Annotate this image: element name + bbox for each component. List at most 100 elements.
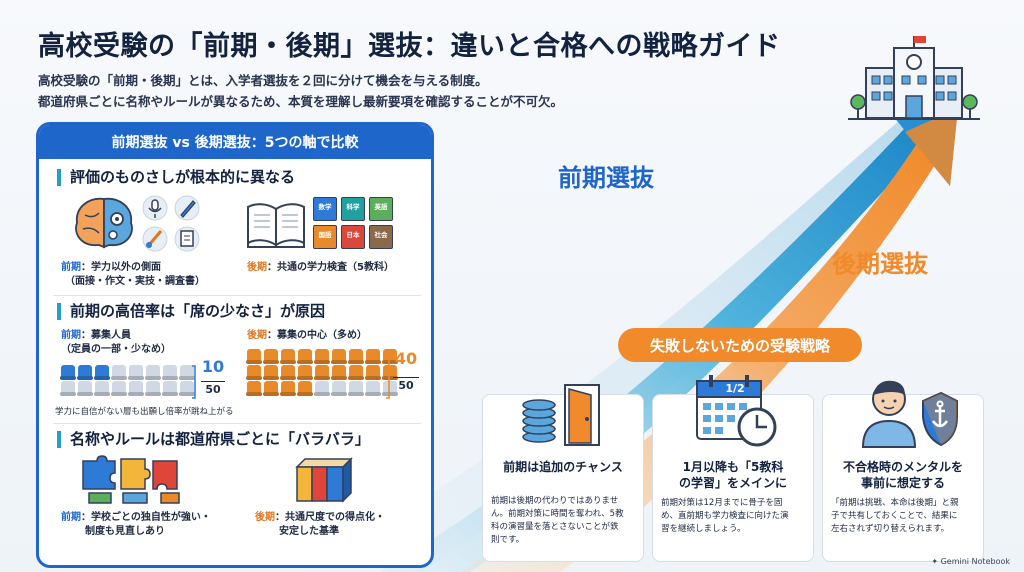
seat-icon <box>349 365 363 378</box>
seat-icon <box>349 349 363 362</box>
section-3-left-note: 前期：学校ごとの独自性が強い・ <box>61 512 211 523</box>
seat-icon <box>281 365 295 378</box>
strategy-card-1-body: 前期は後期の代わりではありませ ん。前期対策に時間を奪われ、5教 科の演習量を落… <box>491 496 624 545</box>
strategy-card-3-title-2: 事前に想定する <box>860 476 945 490</box>
seat-icon <box>366 349 380 362</box>
strategy-title-badge: 失敗しないための受験戦略 <box>618 328 862 362</box>
seat-icon <box>146 365 160 378</box>
seat-icon <box>129 381 143 394</box>
strategy-card-3-body: 「前期は挑戦、本命は後期」と親 子で共有しておくことで、結果に 左右されず切り替… <box>831 498 959 534</box>
seat-icon <box>180 381 194 394</box>
seat-icon <box>112 365 126 378</box>
seat-icon <box>95 365 109 378</box>
kouki-ratio-den: 50 <box>393 377 419 391</box>
seat-icon <box>298 349 312 362</box>
zenki-ratio-den: 50 <box>201 381 225 395</box>
divider-1 <box>53 295 421 296</box>
strategy-card-2-title-2: の学習」をメインに <box>678 476 787 490</box>
book-japanese-icon: 国語 <box>313 225 337 249</box>
comparison-panel-header: 前期選抜 vs 後期選抜：5つの軸で比較 <box>39 125 431 159</box>
seat-icon <box>332 349 346 362</box>
section-3-left-sub: 制度も見直しあり <box>85 526 165 537</box>
strategy-card-1: 前期は追加のチャンス 前期は後期の代わりではありませ ん。前期対策に時間を奪われ… <box>482 384 644 562</box>
comparison-panel: 前期選抜 vs 後期選抜：5つの軸で比較 評価のものさしが根本的に異なる 数学 … <box>36 122 434 568</box>
seat-icon <box>383 381 397 394</box>
strategy-card-2-title-1: 1月以降も「5教科 <box>682 460 784 474</box>
seat-icon <box>298 381 312 394</box>
seat-icon <box>315 365 329 378</box>
seat-icon <box>332 381 346 394</box>
skill-icons-grid <box>142 195 200 252</box>
seat-icon <box>146 381 160 394</box>
strategy-card-2: 1/2 1月以降も「5教科 の学習」をメインに 前期対策は12月までに骨子を固 … <box>652 375 814 562</box>
seat-icon <box>78 381 92 394</box>
book-japan-icon: 日本 <box>341 225 365 249</box>
subject-books: 数学 科学 英語 国語 日本 社会 <box>313 197 393 249</box>
section-3-right-sub: 安定した基準 <box>279 526 339 537</box>
seat-icon <box>366 381 380 394</box>
section-2-left-note: 前期：募集人員 <box>61 330 131 341</box>
seat-icon <box>163 365 177 378</box>
seat-icon <box>264 349 278 362</box>
lead-line-2: 都道府県ごとに名称やルールが異なるため、本質を理解し最新要項を確認することが不可… <box>38 94 564 109</box>
calendar-clock-icon <box>696 375 777 447</box>
seat-icon <box>349 381 363 394</box>
page-title: 高校受験の「前期・後期」選抜：違いと合格への戦略ガイド <box>38 31 781 62</box>
seat-icon <box>315 349 329 362</box>
book-science-icon: 科学 <box>341 197 365 221</box>
stacked-blocks-icon <box>295 457 353 503</box>
open-book-icon <box>247 203 305 248</box>
calendar-date-label: 1/2 <box>725 382 745 395</box>
divider-2 <box>53 423 421 424</box>
section-2-left-sub: （定員の一部・少なめ） <box>61 344 171 355</box>
section-1-left-note: 前期：学力以外の側面 <box>61 262 161 273</box>
seat-icon <box>383 349 397 362</box>
strategy-card-3-title-1: 不合格時のメンタルを <box>842 460 963 474</box>
zenki-arrow-label: 前期選抜 <box>558 164 654 192</box>
section-2-note: 学力に自信がない層も出願し倍率が跳ね上がる <box>55 407 234 417</box>
seat-icon <box>247 381 261 394</box>
seat-icon <box>95 381 109 394</box>
student-shield-icon <box>861 380 958 448</box>
seat-icon <box>281 381 295 394</box>
seat-icon <box>163 381 177 394</box>
strategy-card-2-body: 前期対策は12月までに骨子を固 め、直前期も学力検査に向けた演 習を継続しましょ… <box>661 498 789 534</box>
seat-icon <box>180 365 194 378</box>
section-1-right-note: 後期：共通の学力検査（5教科） <box>247 262 394 273</box>
seat-icon <box>129 365 143 378</box>
section-3-title: 名称やルールは都道府県ごとに「バラバラ」 <box>57 431 370 448</box>
seat-icon <box>298 365 312 378</box>
spring-door-icon <box>522 384 600 446</box>
book-english-icon: 英語 <box>369 197 393 221</box>
brain-gear-icon <box>75 197 133 249</box>
zenki-ratio-num: 10 <box>201 357 225 376</box>
puzzle-pieces-icon <box>82 455 180 504</box>
section-1-left-sub: （面接・作文・実技・調査書） <box>65 276 205 287</box>
seat-icon <box>332 365 346 378</box>
book-social-icon: 社会 <box>369 225 393 249</box>
kouki-arrow-label: 後期選抜 <box>832 250 928 278</box>
book-math-icon: 数学 <box>313 197 337 221</box>
seat-icon <box>383 365 397 378</box>
seat-icon <box>61 365 75 378</box>
seat-grid-zenki <box>61 365 194 394</box>
strategy-card-3: 不合格時のメンタルを 事前に想定する 「前期は挑戦、本命は後期」と親 子で共有し… <box>822 380 984 562</box>
section-2-right-note: 後期：募集の中心（多め） <box>247 330 367 341</box>
seat-icon <box>247 365 261 378</box>
seat-icon <box>281 349 295 362</box>
seat-icon <box>264 381 278 394</box>
footer-brand: ✦ Gemini Notebook <box>931 557 1010 566</box>
bracket-left <box>192 365 196 399</box>
school-building-icon <box>848 36 980 120</box>
seat-icon <box>247 349 261 362</box>
seat-icon <box>78 365 92 378</box>
lead-line-1: 高校受験の「前期・後期」とは、入学者選抜を２回に分けて機会を与える制度。 <box>38 73 488 88</box>
section-3-right-note: 後期：共通尺度での得点化・ <box>255 512 385 523</box>
section-2-title: 前期の高倍率は「席の少なさ」が原因 <box>57 303 325 320</box>
seat-icon <box>61 381 75 394</box>
kouki-ratio-num: 40 <box>394 349 418 368</box>
seat-icon <box>264 365 278 378</box>
seat-icon <box>315 381 329 394</box>
seat-icon <box>366 365 380 378</box>
